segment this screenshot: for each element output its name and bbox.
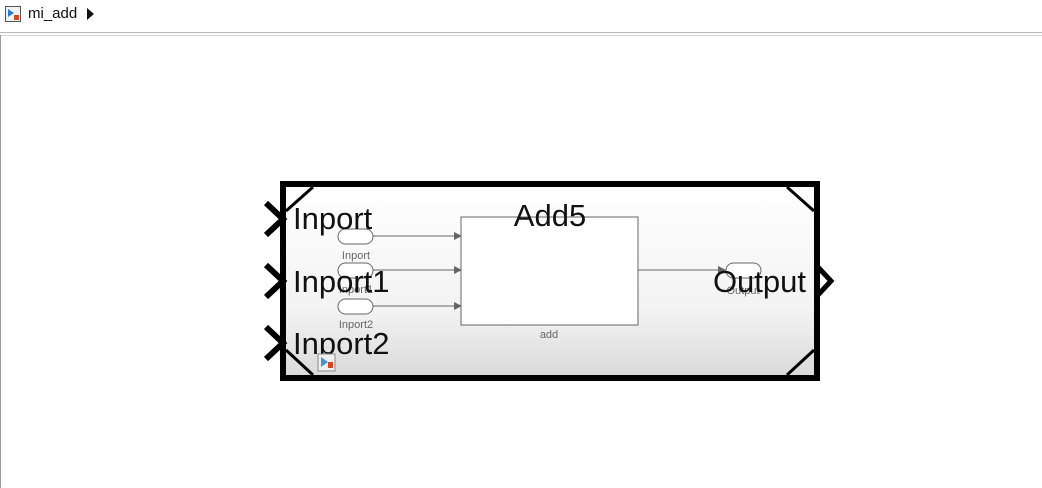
block-outport-label: Output — [713, 264, 806, 299]
inner-outport-oval — [725, 262, 762, 279]
signal-arrow-out-icon — [718, 266, 726, 274]
inner-subsystem-label: add — [540, 329, 558, 341]
inner-inport-1-label: Inport — [342, 250, 370, 262]
breadcrumb-model-name[interactable]: mi_add — [28, 5, 78, 22]
breadcrumb-expand-arrow-icon[interactable] — [87, 8, 94, 20]
canvas-top-border — [0, 35, 1042, 36]
inner-inport-3-oval — [337, 298, 374, 315]
canvas-left-border — [0, 35, 1, 488]
signal-arrow-1-icon — [454, 232, 462, 240]
inner-subsystem-box — [460, 216, 639, 326]
signal-arrow-3-icon — [454, 302, 462, 310]
corner-wedge-top-right — [786, 185, 815, 213]
model-reference-block[interactable]: add Inport Inport1 Inport2 Output Add5 I… — [263, 181, 835, 381]
block-inport-1-label: Inport — [293, 201, 373, 236]
inport-3-port-icon[interactable] — [263, 324, 288, 362]
signal-arrow-2-icon — [454, 266, 462, 274]
corner-wedge-top-left — [285, 185, 314, 213]
corner-wedge-bottom-right — [785, 348, 816, 377]
inner-inport-2-oval — [337, 262, 374, 279]
inner-subsystem-title: Add5 — [514, 198, 586, 233]
outport-port-icon[interactable] — [815, 264, 835, 298]
block-inport-3-label: Inport2 — [293, 326, 390, 361]
model-reference-badge-icon — [317, 353, 336, 372]
inport-2-port-icon[interactable] — [263, 262, 288, 300]
model-icon[interactable] — [5, 6, 21, 22]
toolbar-divider — [0, 32, 1042, 33]
inport-1-port-icon[interactable] — [263, 200, 288, 238]
inner-inport-1-oval — [337, 228, 374, 245]
corner-wedge-bottom-left — [284, 348, 315, 377]
block-inport-2-label: Inport1 — [293, 264, 390, 299]
inner-inport-3-label: Inport2 — [339, 319, 373, 331]
inner-outport-label: Output — [726, 285, 759, 297]
inner-inport-2-label: Inport1 — [339, 284, 373, 296]
breadcrumb-bar: mi_add — [0, 0, 1042, 32]
